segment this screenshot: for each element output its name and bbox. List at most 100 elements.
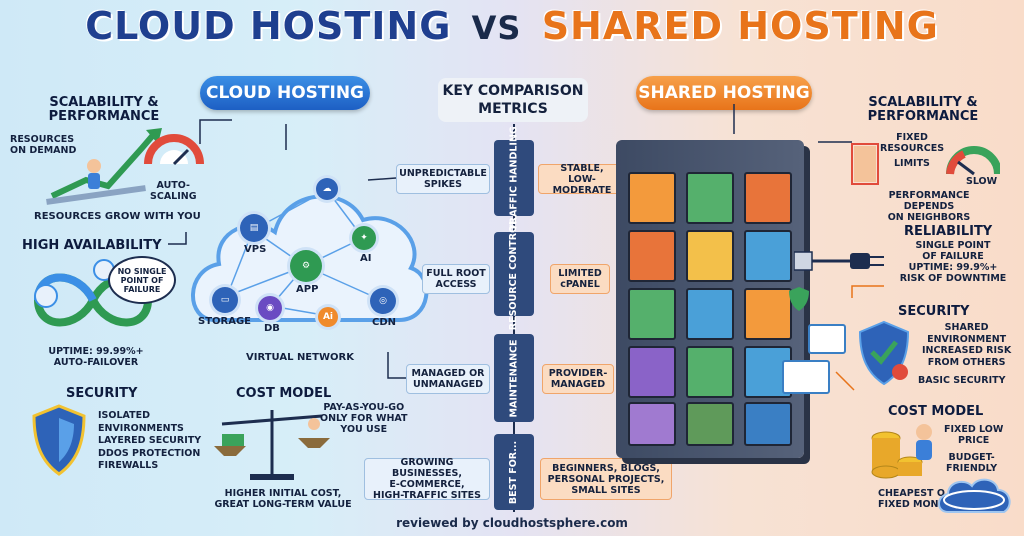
rel-line3: UPTIME: 99.9%+ [908,262,998,273]
storage-label: STORAGE [198,316,252,327]
shared-maintenance-box: PROVIDER- MANAGED [542,364,614,394]
shared-reliability-title: RELIABILITY [904,224,993,239]
cost-line6: FIXED MONT [878,499,945,510]
key-metrics-header: KEY COMPARISON METRICS [438,78,588,122]
cloud-resource-box: FULL ROOT ACCESS [422,264,490,294]
cloud-traffic-box: UNPREDICTABLE SPIKES [396,164,490,194]
auto-scaling-line2: SCALING [150,191,197,202]
growth-arrow-icon [50,132,157,199]
tenant-slot [686,402,734,446]
cost-value-line1: HIGHER INITIAL COST, [224,488,342,499]
tenant-slot [744,402,792,446]
bubble-line3: FAILURE [123,284,161,294]
shared-scal-title-line2: PERFORMANCE [867,109,979,124]
shared-traffic-line2: LOW-MODERATE [552,173,612,196]
shared-scal-illustration [851,143,1000,185]
shared-scal-title-line1: SCALABILITY & [868,95,978,110]
cloud-payg: PAY-AS-YOU-GO ONLY FOR WHAT YOU USE [320,402,408,435]
sec-line4: FROM OTHERS [927,356,1006,368]
fixed-line1: FIXED [896,132,928,143]
payg-line2: ONLY FOR WHAT [320,413,408,424]
title-shared: SHARED HOSTING [541,4,939,48]
ai-label: AI [360,253,372,264]
shared-bestfor-line3: SMALL SITES [571,484,641,496]
title-cloud: CLOUD HOSTING [85,4,452,48]
person-icon [308,418,320,430]
title-vs: VS [471,9,522,47]
no-single-point-bubble: NO SINGLE POINT OF FAILURE [108,256,176,304]
shared-security-title: SECURITY [898,304,970,319]
slow-needle-icon [957,160,975,176]
footer-credit: reviewed by cloudhostsphere.com [396,516,628,530]
shared-cost-price: FIXED LOW PRICE [944,424,1003,446]
payg-line3: YOU USE [340,424,388,435]
sec-line3: INCREASED RISK [922,345,1012,356]
cloud-availability-title: HIGH AVAILABILITY [22,238,162,253]
db-node-icon: ◉ [258,296,282,320]
cloud-sync-icon [34,284,58,308]
cloud-bestfor-box: GROWING BUSINESSES, E-COMMERCE, HIGH-TRA… [364,457,490,501]
scaling-illustration [46,128,204,205]
db-label: DB [264,323,280,334]
money-icon [222,434,244,446]
coins-illustration [871,424,932,479]
bubble-line1: NO SINGLE [117,266,167,276]
tenant-slot [686,172,734,224]
shared-traffic-line1: STABLE, [560,162,604,174]
cost-line3: BUDGET- [948,452,995,463]
shared-depends: PERFORMANCE DEPENDS ON NEIGHBORS [864,190,994,223]
shared-resource-line2: cPANEL [560,279,600,290]
shared-bestfor-line2: PERSONAL PROJECTS, [547,473,665,485]
tenant-slot [628,288,676,340]
slow-label: SLOW [966,176,998,187]
power-plug-icon [794,251,884,271]
storage-node-icon: ▭ [212,287,238,313]
shared-bestfor-line1: BEGINNERS, BLOGS, [552,462,660,474]
cloud-resource-line2: ACCESS [435,279,477,290]
rel-line1: SINGLE POINT [915,240,991,251]
cloud-security-title: SECURITY [66,386,138,401]
tenant-slot [686,288,734,340]
cracked-shield-icon [858,320,910,386]
cloud-scalability-title-line2: PERFORMANCE [48,109,160,124]
cost-line4: FRIENDLY [946,463,998,474]
basic-security: BASIC SECURITY [918,375,1006,386]
ai-node-icon: ✦ [352,226,376,250]
tenant-slot [744,288,792,340]
shared-hosting-pill: SHARED HOSTING [636,76,812,110]
shared-cost-budget: BUDGET- FRIENDLY [946,452,997,474]
sec-line2: ENVIRONMENT [927,333,1007,345]
cloud-uptime-line1: UPTIME: 99.99%+ [48,346,144,357]
tenant-slot [744,230,792,282]
cost-value-line2: GREAT LONG-TERM VALUE [214,499,352,510]
limits-label: LIMITS [894,158,930,169]
shared-maint-line1: PROVIDER- [548,368,608,379]
cloud-maint-line1: MANAGED OR [411,368,485,379]
cloud-traffic-line2: SPIKES [423,179,463,190]
gauge-needle-icon [172,148,190,166]
cloud-auto-scaling: AUTO- SCALING [150,180,197,202]
key-metrics-line1: KEY COMPARISON [442,83,584,99]
security-item: DDOS PROTECTION [98,447,201,459]
shared-reliability-text: SINGLE POINT OF FAILURE UPTIME: 99.9%+ R… [888,240,1018,284]
cloud-resources-grow: RESOURCES GROW WITH YOU [34,211,201,222]
cloud-maintenance-box: MANAGED OR UNMANAGED [406,364,490,394]
bubble-line2: POINT OF [120,275,164,285]
shared-fixed-resources: FIXED RESOURCES [880,132,944,154]
page-title: CLOUD HOSTING VS SHARED HOSTING [0,4,1024,48]
cloud-bestfor-line1: GROWING BUSINESSES, [392,457,462,479]
shared-traffic-box: STABLE, LOW-MODERATE [538,162,626,196]
balance-beam-icon [221,414,323,426]
cloud-bestfor-line2: E-COMMERCE, [389,479,465,490]
tenant-slot [628,172,676,224]
cost-line1: FIXED LOW [944,424,1004,435]
person-head-icon [87,159,101,173]
security-item: ISOLATED [98,410,150,421]
tenant-slot [628,346,676,398]
cdn-label: CDN [372,317,397,328]
tenant-slot [628,230,676,282]
cloud-bestfor-line3: HIGH-TRAFFIC SITES [373,490,481,501]
cdn-node-icon: ◎ [370,288,396,314]
cloud-cost-value: HIGHER INITIAL COST, GREAT LONG-TERM VAL… [208,488,358,510]
